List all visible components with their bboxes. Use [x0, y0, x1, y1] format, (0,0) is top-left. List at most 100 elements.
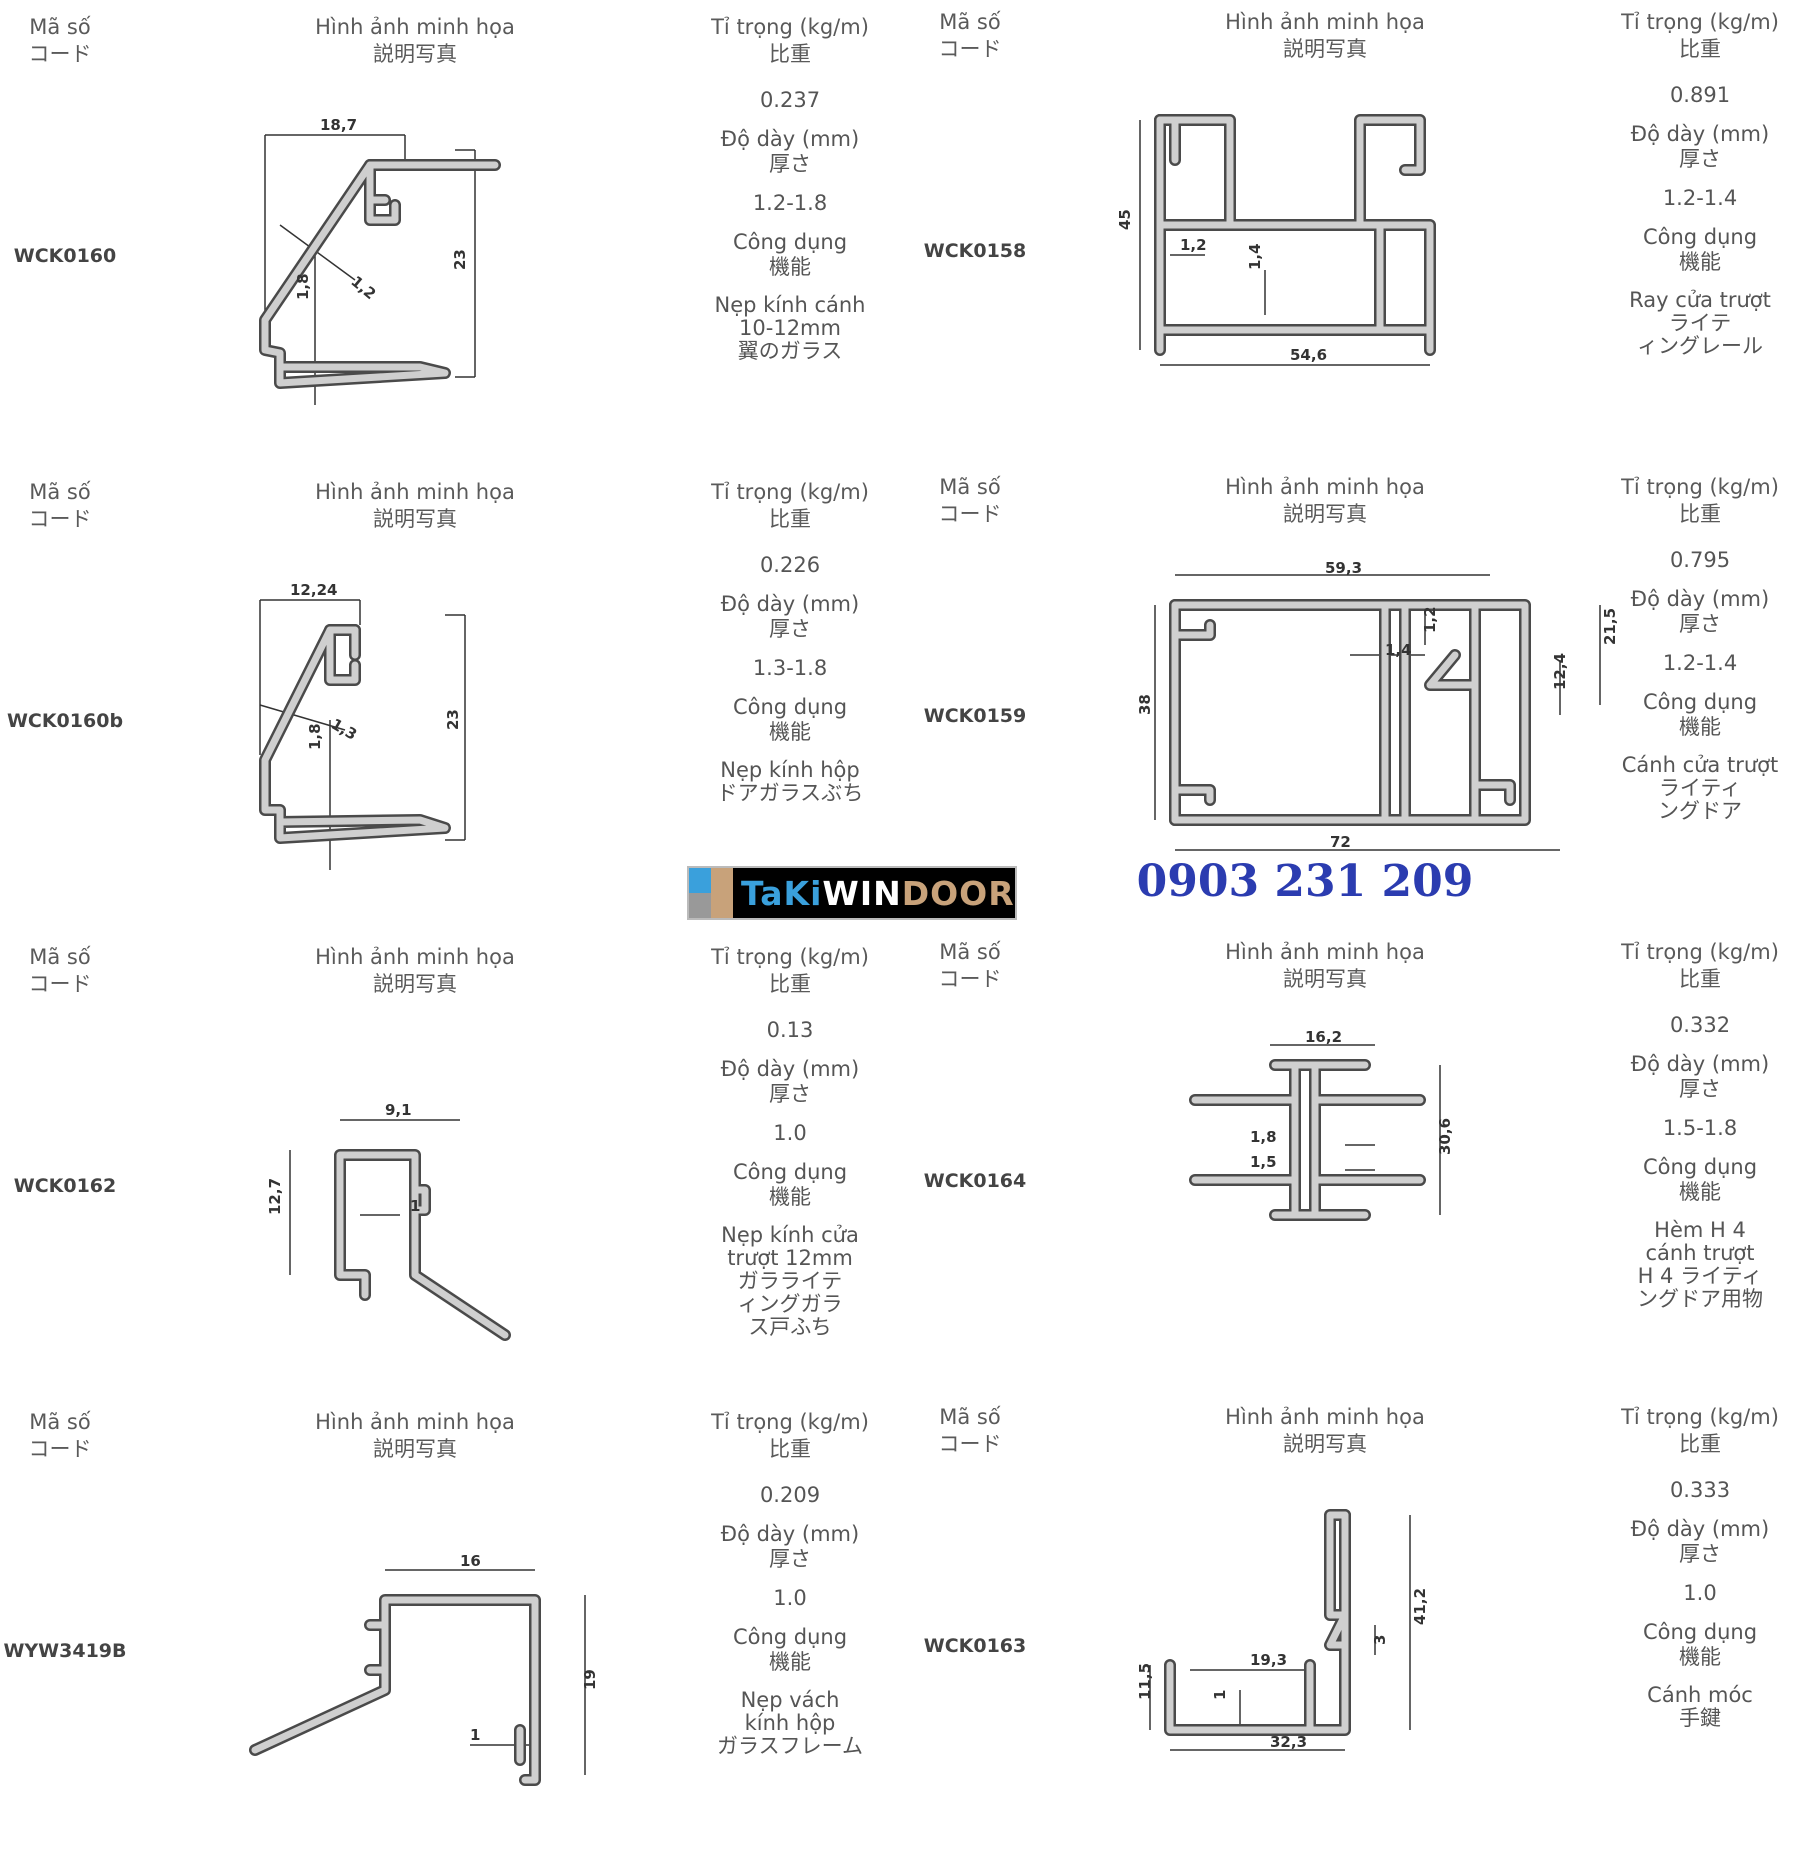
header-weight-ja: 比重 — [1679, 37, 1721, 61]
spec-column: 0.226 Độ dày (mm) 厚さ 1.3-1.8 Công dụng 機… — [680, 553, 900, 805]
weight-value: 0.237 — [759, 88, 821, 112]
header-image-vi: Hình ảnh minh họa — [315, 480, 515, 504]
header-image-ja: 説明写真 — [1283, 967, 1367, 991]
header-code-ja: コード — [938, 1432, 1002, 1456]
header-code-ja: コード — [28, 42, 92, 66]
profile-shape — [249, 1594, 541, 1786]
header-weight-vi: Tỉ trọng (kg/m) — [1621, 940, 1779, 964]
thickness-label-ja: 厚さ — [1679, 1077, 1721, 1101]
thickness-value: 1.2-1.4 — [1662, 186, 1738, 210]
usage-label-ja: 機能 — [769, 1650, 811, 1674]
header-code-ja: コード — [938, 502, 1002, 526]
header-code-ja: コード — [28, 507, 92, 531]
logo-text-win: WIN — [822, 873, 902, 913]
usage-value: Cánh móc 手鍵 — [1647, 1683, 1753, 1730]
profile-shape — [1426, 601, 1479, 824]
header-code: Mã số コード — [910, 1404, 1030, 1458]
usage-value: Cánh cửa trượt ライティ ングドア — [1621, 753, 1779, 823]
header-weight: Tỉ trọng (kg/m)比重 — [680, 14, 900, 68]
header-image-ja: 説明写真 — [1283, 502, 1367, 526]
weight-value: 0.209 — [759, 1483, 821, 1507]
thickness-label-ja: 厚さ — [1679, 1542, 1721, 1566]
dimension-label: 3 — [1371, 1635, 1389, 1645]
dimension-label: 1 — [1211, 1690, 1229, 1700]
profile-shape — [366, 161, 399, 224]
dimension-line — [259, 704, 346, 731]
profile-shape — [334, 1149, 511, 1341]
profile-shape — [1156, 116, 1434, 334]
thickness-label: Độ dày (mm) — [720, 592, 860, 616]
header-code-ja: コード — [938, 967, 1002, 991]
profile-shape — [1424, 599, 1481, 826]
thickness-value: 1.0 — [773, 1121, 807, 1145]
header-code-ja: コード — [28, 1437, 92, 1461]
header-weight: Tỉ trọng (kg/m)比重 — [1590, 9, 1800, 63]
weight-value: 0.333 — [1669, 1478, 1731, 1502]
header-weight-ja: 比重 — [1679, 967, 1721, 991]
header-weight: Tỉ trọng (kg/m)比重 — [680, 1409, 900, 1463]
dimension-label: 23 — [444, 709, 462, 730]
phone-number[interactable]: 0903 231 209 — [1136, 856, 1474, 907]
usage-label: Công dụng — [1642, 225, 1758, 249]
usage-label-ja: 機能 — [1679, 250, 1721, 274]
dimension-label: 12,7 — [266, 1178, 284, 1215]
dimension-label: 1 — [470, 1726, 480, 1744]
profile-shape — [1356, 116, 1424, 229]
dimension-label: 1,4 — [1246, 243, 1264, 270]
weight-value: 0.332 — [1669, 1013, 1731, 1037]
usage-label: Công dụng — [732, 1625, 848, 1649]
profile-shape — [1171, 601, 1214, 824]
usage-label-ja: 機能 — [1679, 1180, 1721, 1204]
profile-shape — [1326, 1611, 1349, 1649]
product-code: WYW3419B — [3, 1640, 127, 1662]
thickness-label-ja: 厚さ — [769, 1082, 811, 1106]
thickness-value: 1.0 — [773, 1586, 807, 1610]
header-weight-ja: 比重 — [769, 972, 811, 996]
header-image-vi: Hình ảnh minh họa — [1225, 1405, 1425, 1429]
product-code: WCK0164 — [923, 1170, 1027, 1192]
header-weight-ja: 比重 — [769, 507, 811, 531]
profile-shape — [1326, 1511, 1349, 1619]
profile-shape — [1171, 601, 1529, 824]
header-weight: Tỉ trọng (kg/m) 比重 — [1590, 939, 1800, 993]
thickness-label: Độ dày (mm) — [1630, 1517, 1770, 1541]
weight-value: 0.13 — [766, 1018, 814, 1042]
usage-value: Nẹp kính cánh 10-12mm 翼のガラス — [714, 293, 866, 363]
profile-drawing: 16,21,81,530,6 — [1189, 1028, 1454, 1221]
usage-label: Công dụng — [732, 230, 848, 254]
dimension-label: 1,8 — [1250, 1128, 1277, 1146]
thickness-label: Độ dày (mm) — [720, 1522, 860, 1546]
dimension-label: 1,3 — [328, 715, 360, 744]
dimension-label: 1,2 — [1180, 236, 1207, 254]
thickness-value: 1.5-1.8 — [1662, 1116, 1738, 1140]
thickness-label-ja: 厚さ — [1679, 612, 1721, 636]
header-weight: Tỉ trọng (kg/m)比重 — [680, 944, 900, 998]
thickness-label: Độ dày (mm) — [1630, 122, 1770, 146]
usage-value: Hèm H 4 cánh trượt H 4 ライティ ングドア用物 — [1637, 1218, 1763, 1311]
profile-shape — [261, 626, 449, 842]
profile-shape — [1164, 1509, 1351, 1736]
usage-label-ja: 機能 — [1679, 715, 1721, 739]
dimension-label: 30,6 — [1436, 1118, 1454, 1155]
profile-shape — [1156, 116, 1179, 164]
profile-shape — [1156, 326, 1434, 354]
dimension-label: 32,3 — [1270, 1733, 1307, 1751]
product-code: WCK0163 — [923, 1635, 1027, 1657]
dimension-label: 1,5 — [1250, 1153, 1277, 1171]
header-weight: Tỉ trọng (kg/m)比重 — [1590, 474, 1800, 528]
profile-shape — [326, 626, 359, 684]
header-code-vi: Mã số — [939, 1405, 1001, 1429]
